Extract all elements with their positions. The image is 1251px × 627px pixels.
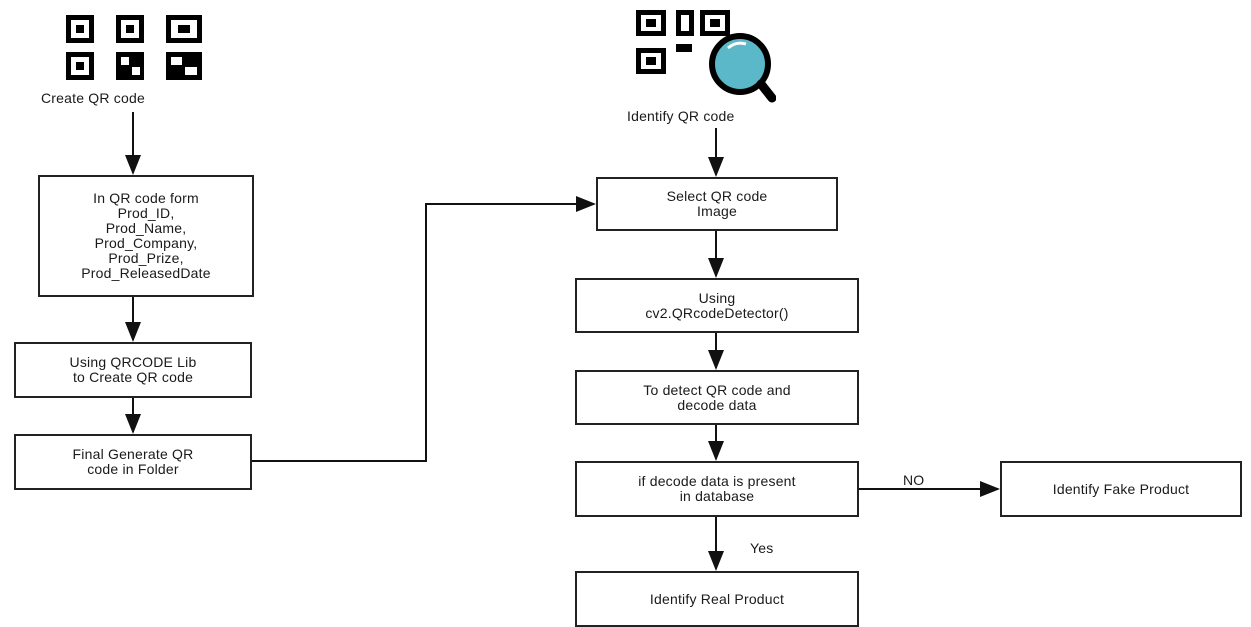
decision-box: if decode data is present in database: [575, 461, 859, 517]
qr-search-icon: [636, 10, 776, 103]
final-generate-box: Final Generate QR code in Folder: [14, 434, 252, 490]
create-qr-title: Create QR code: [41, 90, 145, 106]
qr-form-fields-text: In QR code form Prod_ID, Prod_Name, Prod…: [81, 190, 211, 281]
select-image-box: Select QR code Image: [596, 177, 838, 231]
no-branch-label: NO: [903, 472, 925, 488]
arrow-final-to-select: [252, 196, 596, 462]
qr-form-fields-box: In QR code form Prod_ID, Prod_Name, Prod…: [38, 175, 254, 297]
real-product-box: Identify Real Product: [575, 571, 859, 627]
fake-product-text: Identify Fake Product: [1052, 480, 1190, 497]
magnifier-lens: [709, 33, 771, 95]
final-generate-text: Final Generate QR code in Folder: [72, 446, 194, 477]
detect-decode-text: To detect QR code and decode data: [643, 381, 791, 413]
qr-code-icon: [66, 15, 202, 80]
fake-product-box: Identify Fake Product: [1000, 461, 1242, 517]
qr-detector-text: Using cv2.QRcodeDetector(): [645, 289, 789, 321]
qr-detector-box: Using cv2.QRcodeDetector(): [575, 278, 859, 333]
yes-branch-label: Yes: [750, 540, 774, 556]
decision-text: if decode data is present in database: [638, 473, 796, 504]
select-image-text: Select QR code Image: [666, 188, 768, 219]
real-product-text: Identify Real Product: [649, 590, 785, 607]
detect-decode-box: To detect QR code and decode data: [575, 370, 859, 425]
qrcode-lib-text: Using QRCODE Lib to Create QR code: [69, 354, 197, 385]
identify-qr-title: Identify QR code: [627, 108, 735, 124]
qrcode-lib-box: Using QRCODE Lib to Create QR code: [14, 342, 252, 398]
